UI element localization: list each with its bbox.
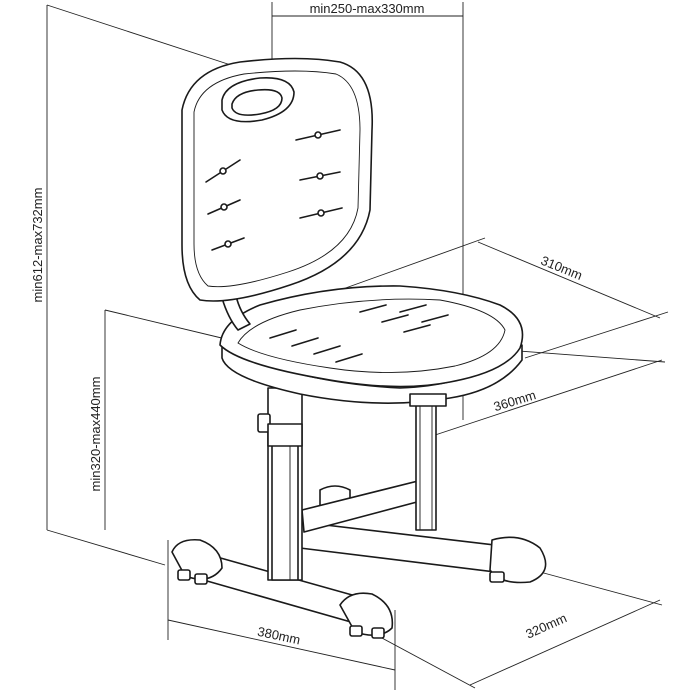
backrest-handle-hole <box>231 88 283 116</box>
seat-bracket <box>409 393 447 407</box>
front-right-foot-pad-2 <box>371 627 385 639</box>
back-foot-bar <box>299 521 521 576</box>
seat-depth-ext-1 <box>339 237 486 291</box>
base-depth-ext-2 <box>379 636 476 689</box>
base-width-label: 380mm <box>256 624 302 648</box>
seat-width-label: 360mm <box>492 387 538 414</box>
base-depth-ext <box>539 571 663 606</box>
base-depth-label: 320mm <box>523 610 569 641</box>
seat-depth-label: 310mm <box>539 253 585 283</box>
backrest-height-label: min250-max330mm <box>310 1 425 16</box>
back-right-foot-pad <box>489 571 505 583</box>
backrest-stem <box>221 295 251 331</box>
front-left-foot-pad-2 <box>194 573 208 585</box>
seat <box>219 285 524 407</box>
seat-depth-ext-2 <box>524 311 669 359</box>
seat-vent-slots <box>269 304 449 363</box>
crossbar <box>301 477 433 533</box>
rear-post <box>415 401 437 531</box>
front-post-inner <box>271 443 299 581</box>
seat-depth-dim-bar <box>477 241 661 319</box>
front-left-foot-pad <box>177 569 191 581</box>
chair-base <box>171 387 547 639</box>
seat-width-dim-bar <box>419 359 663 441</box>
seat-inner-rim <box>237 298 506 373</box>
total-height-label: min612-max732mm <box>30 188 45 303</box>
backrest <box>181 57 374 331</box>
seat-height-label: min320-max440mm <box>88 377 103 492</box>
front-right-foot-pad <box>349 625 363 637</box>
seat-height-top-ext <box>104 309 231 341</box>
base-width-dim-bar <box>167 619 396 671</box>
total-height-bottom-ext <box>46 529 166 566</box>
backrest-vent-slots <box>205 129 343 251</box>
base-depth-dim-bar <box>469 599 661 686</box>
dimension-lines <box>46 2 669 690</box>
backrest-inner-rim <box>193 70 361 288</box>
seat-width-ext <box>504 349 666 363</box>
height-adjust-collar <box>267 423 303 447</box>
height-adjust-knob <box>257 413 271 433</box>
total-height-top-ext <box>46 4 241 69</box>
